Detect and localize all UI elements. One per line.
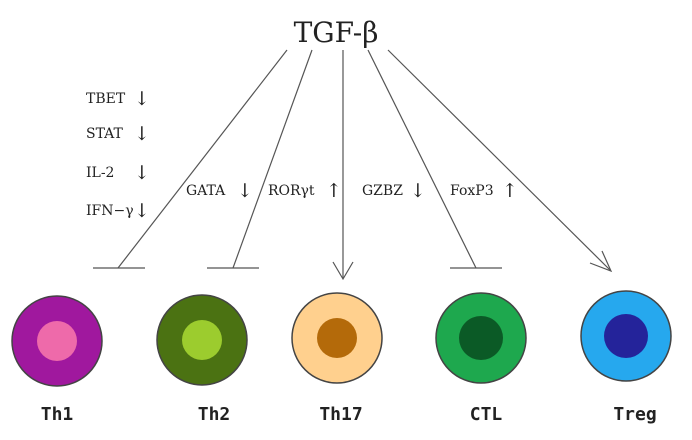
down-arrow-icon: ↓ bbox=[134, 123, 150, 145]
down-arrow-icon: ↓ bbox=[237, 180, 253, 202]
cell-th1 bbox=[11, 295, 103, 387]
cell-treg bbox=[580, 290, 672, 382]
cell-label-ctl: CTL bbox=[470, 404, 503, 425]
down-arrow-icon: ↓ bbox=[134, 200, 150, 222]
cell-label-th1: Th1 bbox=[41, 404, 74, 425]
branch-label: GATA bbox=[186, 183, 226, 199]
line-th1 bbox=[117, 49, 288, 269]
cell-nucleus bbox=[317, 318, 357, 358]
line-treg bbox=[387, 49, 611, 271]
connector-lines bbox=[117, 49, 611, 278]
down-arrow-icon: ↓ bbox=[134, 88, 150, 110]
arrowhead-th17 bbox=[332, 261, 354, 281]
cell-nucleus bbox=[459, 316, 503, 360]
branch-labels: GATA ↓ RORγt ↑ GZBZ ↓ FoxP3 ↑ bbox=[186, 180, 518, 202]
cell-label-th2: Th2 bbox=[198, 404, 231, 425]
diagram-title: TGF-β bbox=[294, 16, 379, 49]
cell-nucleus bbox=[604, 314, 648, 358]
branch-label: FoxP3 bbox=[450, 183, 494, 199]
cell-th2 bbox=[156, 294, 248, 386]
marker-label: IFN−γ bbox=[86, 203, 134, 219]
line-th2 bbox=[232, 49, 313, 269]
cell-ctl bbox=[435, 292, 527, 384]
down-arrow-icon: ↓ bbox=[410, 180, 426, 202]
cell-nucleus bbox=[182, 320, 222, 360]
cell-label-treg: Treg bbox=[613, 404, 656, 425]
marker-label: TBET bbox=[86, 91, 126, 107]
up-arrow-icon: ↑ bbox=[502, 180, 518, 202]
left-marker-list: TBET ↓ STAT ↓ IL-2 ↓ IFN−γ ↓ bbox=[86, 88, 150, 222]
cell-labels: Th1 Th2 Th17 CTL Treg bbox=[41, 404, 657, 425]
arrowhead-treg bbox=[589, 250, 613, 273]
marker-label: IL-2 bbox=[86, 165, 114, 181]
cell-label-th17: Th17 bbox=[319, 404, 362, 425]
down-arrow-icon: ↓ bbox=[134, 162, 150, 184]
branch-label: GZBZ bbox=[362, 183, 403, 199]
cell-nucleus bbox=[37, 321, 77, 361]
line-ctl bbox=[367, 49, 477, 269]
marker-label: STAT bbox=[86, 126, 124, 142]
cell-th17 bbox=[291, 292, 383, 384]
arrowheads bbox=[332, 250, 613, 281]
up-arrow-icon: ↑ bbox=[326, 180, 342, 202]
branch-label: RORγt bbox=[268, 183, 315, 199]
